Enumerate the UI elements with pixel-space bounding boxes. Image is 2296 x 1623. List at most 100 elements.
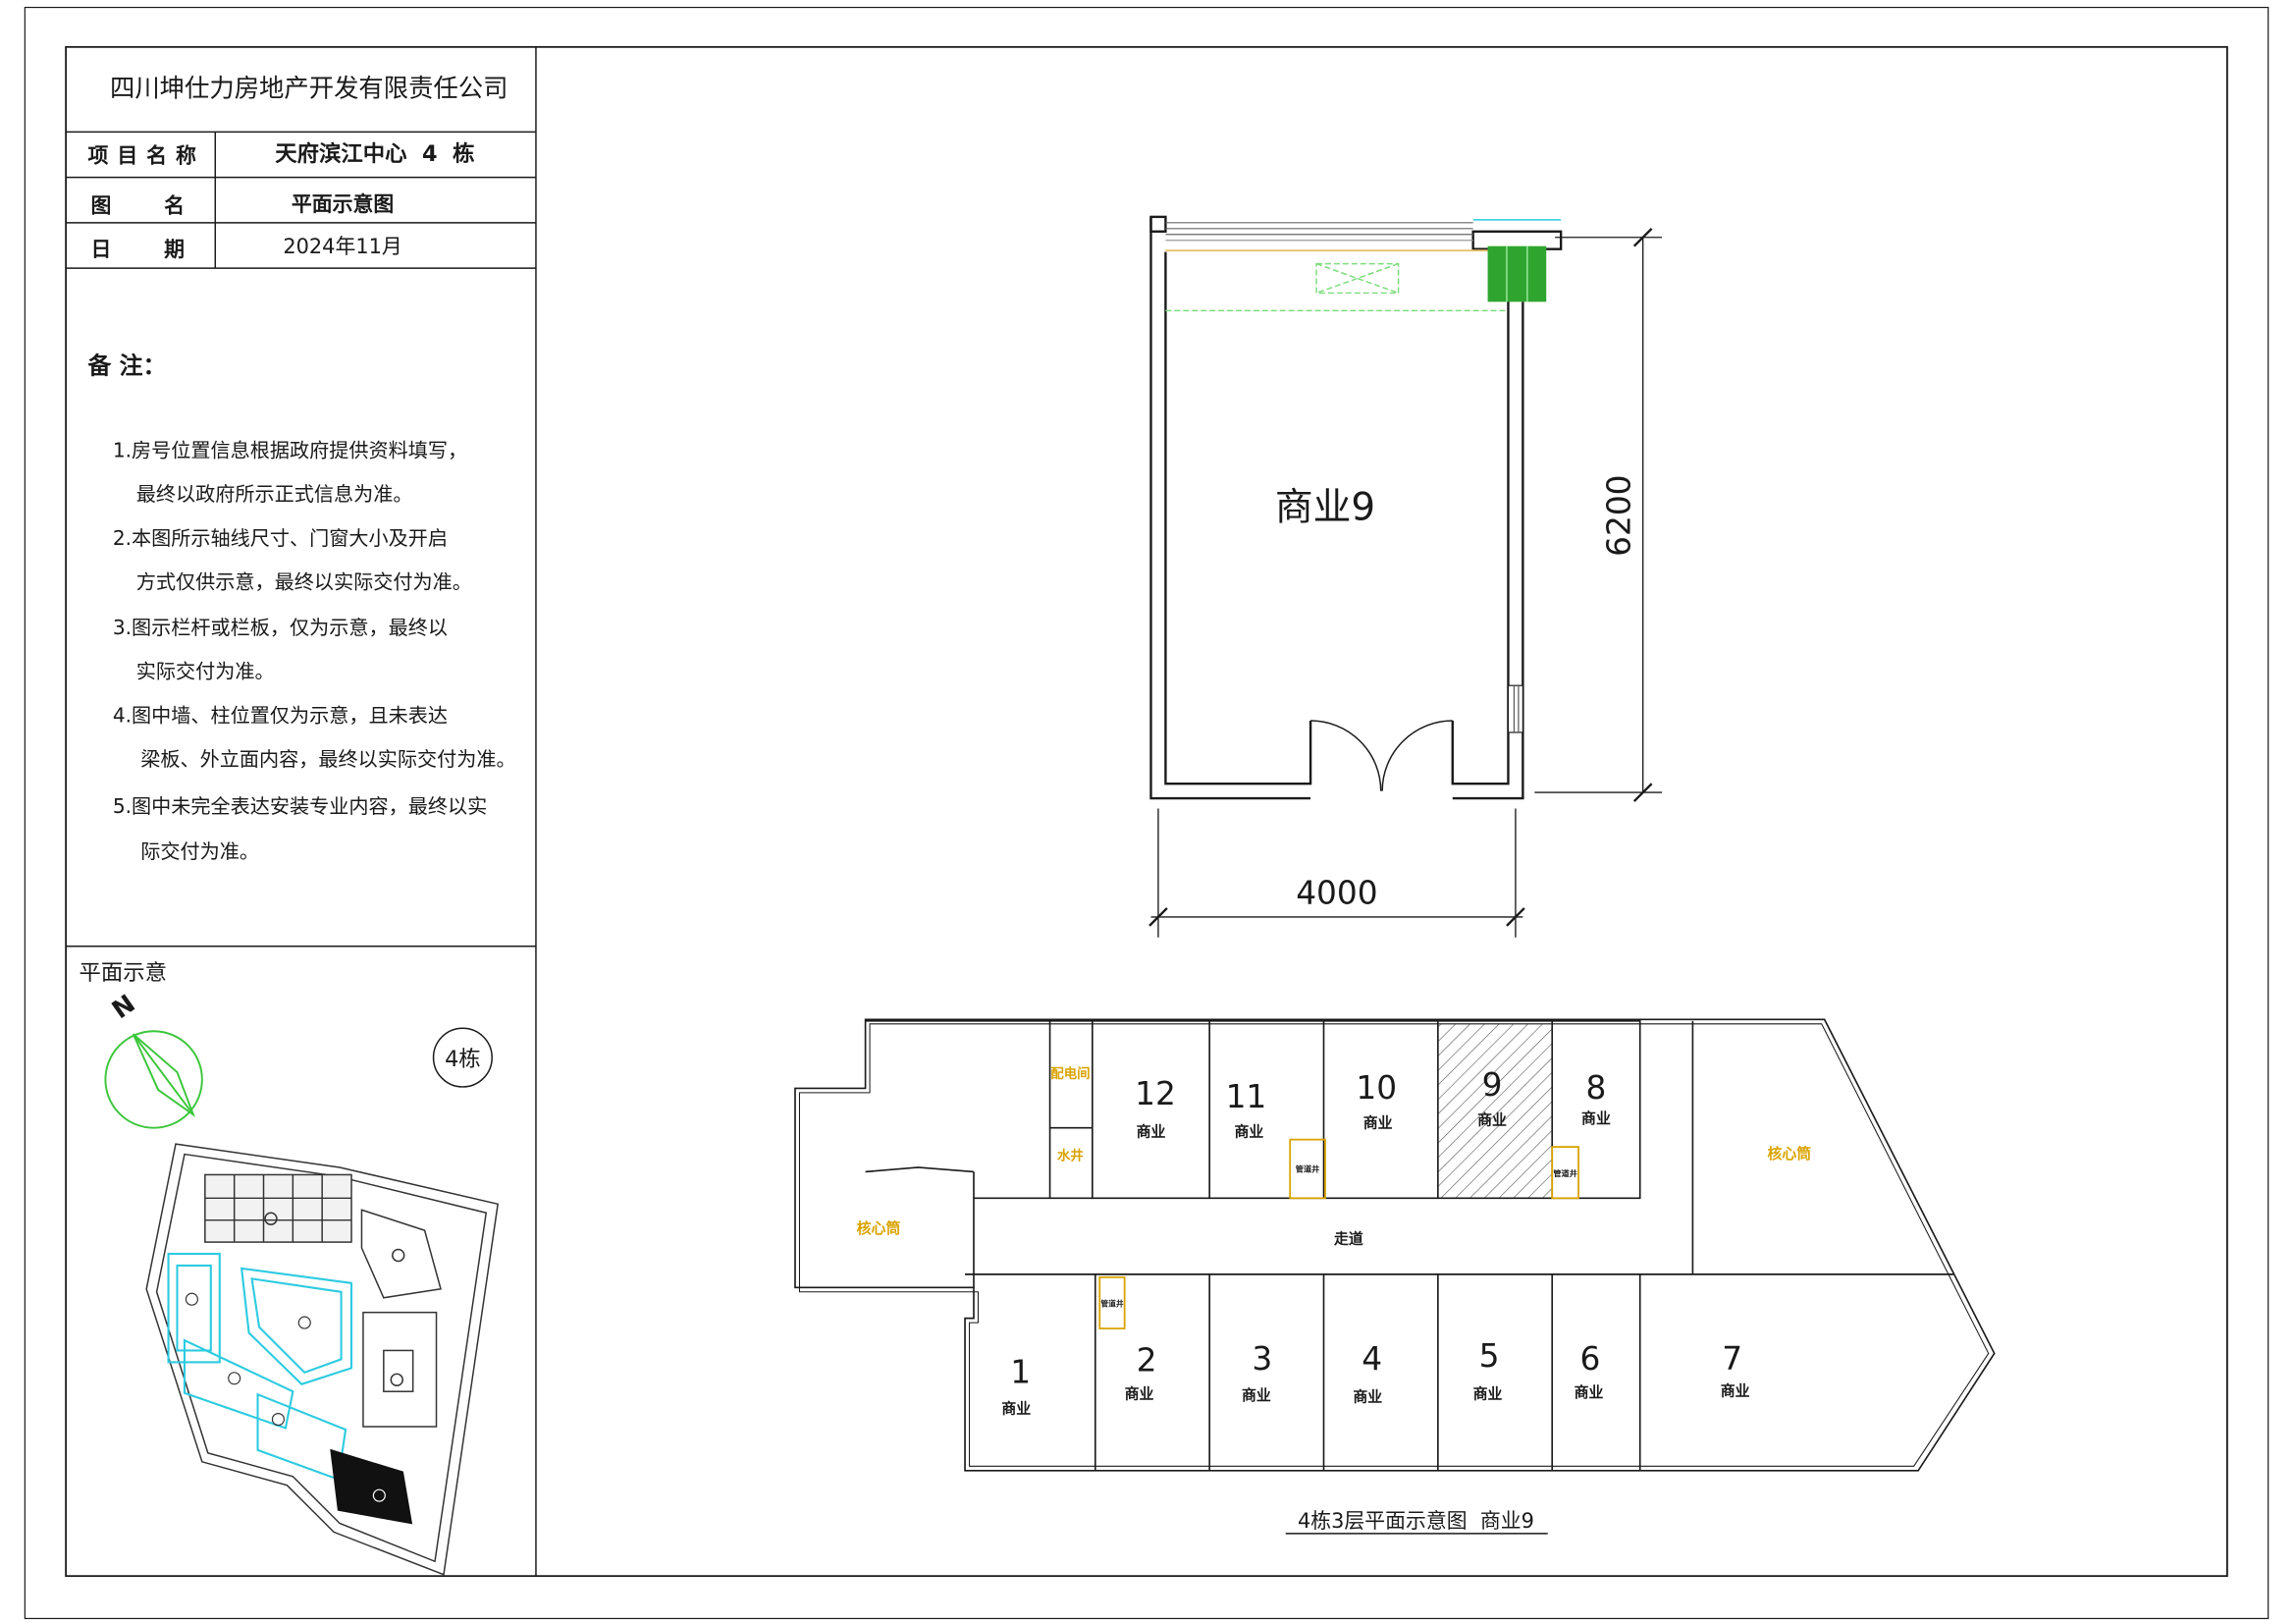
building-marker bbox=[392, 1248, 405, 1263]
unit-plan: 商业9 6200 4000 bbox=[1148, 215, 1663, 938]
core-right-label: 核心筒 bbox=[1768, 1145, 1812, 1163]
unit-number: 3 bbox=[1252, 1340, 1272, 1378]
note-line: 方式仅供示意，最终以实际交付为准。 bbox=[136, 570, 472, 594]
top-units-block bbox=[1091, 1019, 1641, 1200]
top-units: 12 商业 11 商业 10 商业 9 商业 8 商业 bbox=[1135, 1066, 1611, 1141]
unit-number: 4 bbox=[1362, 1340, 1382, 1378]
unit-use: 商业 bbox=[1137, 1123, 1166, 1141]
site-building bbox=[360, 1209, 442, 1299]
notes-section: 备 注： 1.房号位置信息根据政府提供资料填写， 最终以政府所示正式信息为准。 … bbox=[87, 352, 516, 863]
site-boundary bbox=[145, 1143, 500, 1576]
unit-number: 1 bbox=[1010, 1353, 1031, 1390]
unit-number: 6 bbox=[1580, 1340, 1601, 1378]
dimension-tick bbox=[1506, 907, 1525, 927]
site-building bbox=[183, 1338, 294, 1430]
pipe-shaft-label: 管道井 bbox=[1553, 1168, 1577, 1178]
building-tag: 4栋 bbox=[445, 1047, 481, 1072]
unit-number: 8 bbox=[1586, 1069, 1607, 1107]
sheet-frame bbox=[24, 6, 2269, 1620]
unit-outer-wall bbox=[1149, 216, 1524, 800]
note-line: 最终以政府所示正式信息为准。 bbox=[136, 482, 413, 506]
corner-post bbox=[1149, 215, 1167, 233]
pipe-shaft-label: 管道井 bbox=[1296, 1163, 1320, 1173]
ac-unit-cross bbox=[1315, 262, 1399, 295]
unit-use: 商业 bbox=[1473, 1385, 1503, 1403]
company-name: 四川坤仕力房地产开发有限责任公司 bbox=[110, 74, 507, 103]
note-line: 3.图示栏杆或栏板，仅为示意，最终以 bbox=[113, 616, 448, 639]
site-plan-heading: 平面示意 bbox=[80, 960, 167, 986]
unit-use: 商业 bbox=[1581, 1109, 1611, 1127]
unit-inner-wall bbox=[1164, 251, 1510, 785]
floor-plan: 管道井 管道井 管道井 配电间 水井 核心筒 核心筒 走道 12 商业 11 商… bbox=[794, 1018, 1996, 1535]
unit-number: 11 bbox=[1226, 1078, 1267, 1115]
north-compass bbox=[104, 1030, 203, 1129]
unit-use: 商业 bbox=[1575, 1383, 1604, 1401]
corridor-label: 走道 bbox=[1334, 1230, 1363, 1248]
site-building-core bbox=[383, 1349, 414, 1392]
site-building-current bbox=[330, 1448, 413, 1525]
site-building-inner bbox=[176, 1264, 212, 1352]
dimension-tick bbox=[1632, 227, 1653, 247]
building-tag-circle bbox=[432, 1027, 493, 1088]
unit-walls bbox=[1149, 215, 1563, 800]
building-marker bbox=[372, 1488, 386, 1502]
title-block-grid bbox=[66, 46, 537, 1577]
building-marker bbox=[185, 1292, 198, 1306]
side-window bbox=[1507, 684, 1523, 733]
site-building-markers bbox=[185, 1292, 311, 1427]
ac-platform-lines bbox=[1506, 245, 1528, 302]
pipe-shaft-box bbox=[1289, 1138, 1326, 1200]
site-building-inner bbox=[250, 1277, 343, 1375]
inner-border bbox=[65, 45, 2228, 1578]
site-plan: 平面示意 N 4栋 bbox=[80, 960, 500, 1576]
window-opening bbox=[1507, 684, 1523, 733]
water-shaft-label: 水井 bbox=[1057, 1148, 1084, 1164]
note-line: 实际交付为准。 bbox=[136, 660, 275, 683]
floor-plan-walls bbox=[794, 1018, 1996, 1472]
door-swing-right bbox=[1381, 720, 1453, 791]
unit-label: 商业9 bbox=[1275, 486, 1375, 530]
compass-needle-axis bbox=[132, 1033, 194, 1115]
site-building bbox=[167, 1252, 221, 1364]
unit-use: 商业 bbox=[1353, 1388, 1382, 1406]
unit-9-hatch bbox=[1437, 1023, 1553, 1199]
note-line: 5.图中未完全表达安装专业内容，最终以实 bbox=[113, 794, 487, 818]
ac-unit-box bbox=[1315, 262, 1400, 295]
service-labels: 配电间 水井 核心筒 核心筒 bbox=[857, 1065, 1812, 1237]
electrical-room-label: 配电间 bbox=[1050, 1065, 1090, 1082]
site-building bbox=[362, 1311, 438, 1428]
building-marker bbox=[271, 1412, 285, 1427]
width-dimension-value: 4000 bbox=[1296, 874, 1377, 911]
door-swing-left bbox=[1310, 720, 1382, 791]
floor-outline bbox=[794, 1018, 1996, 1472]
ac-platform-hatch bbox=[1487, 245, 1547, 302]
unit-use: 商业 bbox=[1001, 1400, 1031, 1418]
note-line: 梁板、外立面内容，最终以实际交付为准。 bbox=[140, 747, 515, 771]
unit-number: 9 bbox=[1482, 1066, 1503, 1104]
drawing-name-value: 平面示意图 bbox=[292, 192, 394, 216]
building-marker bbox=[264, 1212, 278, 1225]
site-building-grid bbox=[204, 1173, 352, 1243]
unit-use: 商业 bbox=[1363, 1114, 1393, 1132]
building-marker bbox=[228, 1372, 241, 1385]
core-left-top-wall bbox=[865, 1166, 975, 1173]
unit-use: 商业 bbox=[1242, 1386, 1271, 1404]
ac-unit-outline bbox=[1165, 262, 1509, 312]
date-value: 2024年11月 bbox=[283, 235, 401, 258]
unit-number: 2 bbox=[1137, 1341, 1157, 1379]
outer-border bbox=[24, 6, 2269, 1620]
site-map bbox=[145, 1143, 500, 1576]
bottom-units: 1 商业 2 商业 3 商业 4 商业 5 商业 6 商业 7 商业 bbox=[1001, 1337, 1749, 1418]
unit-number: 5 bbox=[1479, 1337, 1500, 1375]
width-dimension bbox=[1148, 808, 1525, 938]
note-line: 2.本图所示轴线尺寸、门窗大小及开启 bbox=[113, 526, 448, 550]
unit-use: 商业 bbox=[1721, 1382, 1750, 1400]
unit-use: 商业 bbox=[1235, 1123, 1264, 1141]
dimension-tick bbox=[1148, 907, 1168, 927]
pipe-shafts bbox=[1098, 1138, 1579, 1329]
unit-use: 商业 bbox=[1125, 1385, 1154, 1403]
ac-unit-cross bbox=[1315, 262, 1399, 295]
dimension-tick bbox=[1632, 783, 1653, 802]
